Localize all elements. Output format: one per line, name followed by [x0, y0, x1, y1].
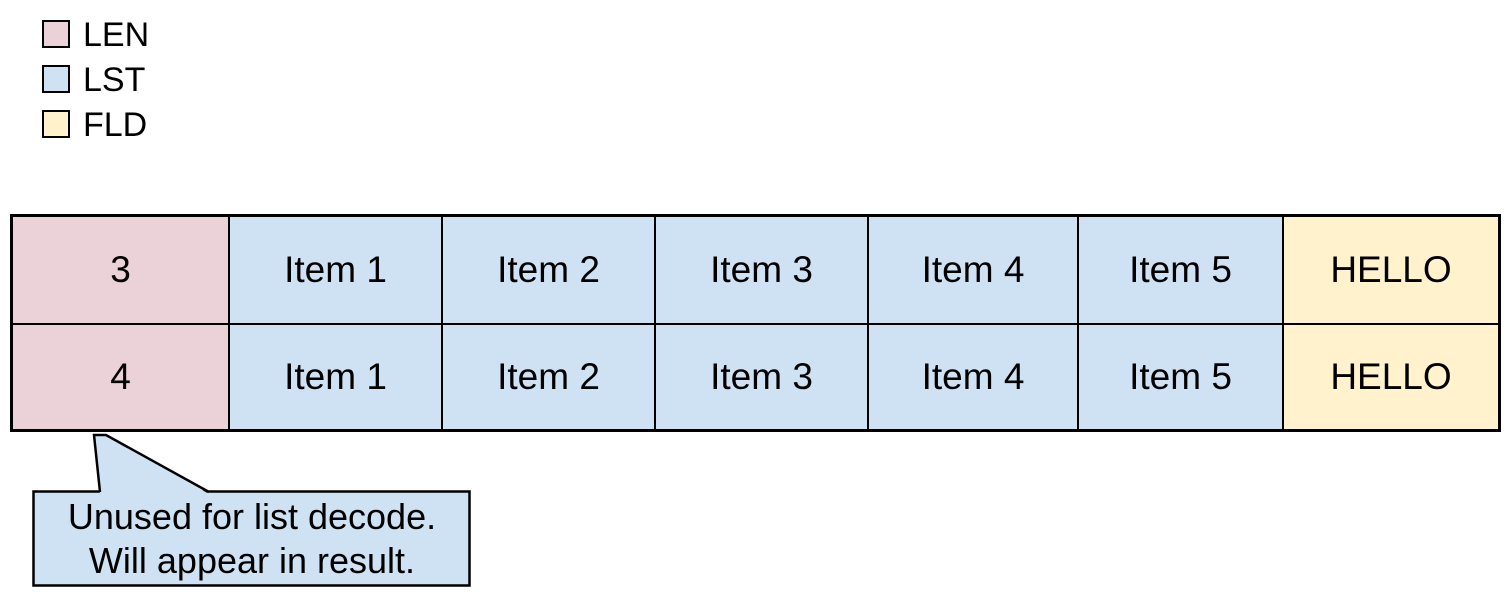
list-item-cell: Item 1	[228, 217, 441, 323]
legend-label-fld: FLD	[83, 105, 148, 144]
len-cell: 3	[13, 217, 228, 323]
len-cell: 4	[13, 323, 228, 429]
legend-item-len: LEN	[42, 11, 149, 56]
list-item-cell: Item 3	[654, 217, 867, 323]
list-item-cell: Item 3	[654, 323, 867, 429]
field-cell: HELLO	[1282, 323, 1498, 429]
byte-layout-table: 3 Item 1 Item 2 Item 3 Item 4 Item 5 HEL…	[10, 214, 1501, 432]
list-item-cell: Item 4	[867, 217, 1077, 323]
list-item-cell: Item 5	[1077, 323, 1282, 429]
legend-label-lst: LST	[83, 60, 146, 99]
callout-tail	[94, 435, 209, 494]
legend: LEN LST FLD	[42, 11, 149, 146]
list-item-cell: Item 1	[228, 323, 441, 429]
legend-item-lst: LST	[42, 56, 149, 101]
list-item-cell: Item 2	[441, 217, 654, 323]
len-color-swatch	[42, 19, 70, 48]
list-item-cell: Item 5	[1077, 217, 1282, 323]
lst-color-swatch	[42, 64, 70, 93]
field-cell: HELLO	[1282, 217, 1498, 323]
list-item-cell: Item 4	[867, 323, 1077, 429]
list-item-cell: Item 2	[441, 323, 654, 429]
fld-color-swatch	[42, 109, 70, 138]
callout-tail-outline	[92, 433, 210, 494]
legend-item-fld: FLD	[42, 101, 149, 146]
callout-text: Unused for list decode. Will appear in r…	[67, 495, 437, 581]
legend-label-len: LEN	[83, 15, 150, 54]
